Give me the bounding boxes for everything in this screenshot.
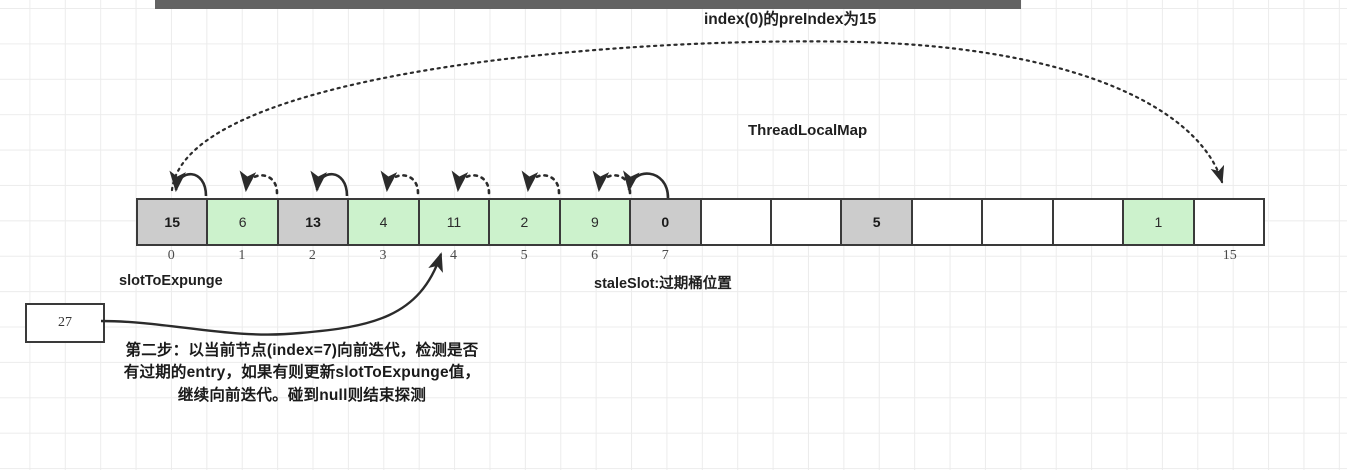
table-cell-3: 4 [349, 200, 420, 244]
index-label-3: 3 [379, 248, 387, 263]
index-label-1: 1 [238, 248, 246, 263]
index-label-12 [983, 248, 1054, 270]
table-cell-0: 15 [138, 200, 209, 244]
top-toolbar-strip [155, 0, 1021, 9]
table-cell-9 [771, 200, 843, 244]
table-cell-4: 11 [419, 200, 491, 244]
preindex-title: index(0)的preIndex为15 [704, 11, 877, 28]
value-box-27: 27 [25, 303, 105, 343]
hop-arc-dotted-5to4 [451, 170, 491, 195]
wraparound-arc-0-to-15 [170, 40, 1225, 192]
hop-arc-dotted-4to3 [380, 170, 420, 195]
hop-arc-solid-stale-start [623, 170, 670, 199]
table-cell-5: 2 [490, 200, 561, 244]
table-cell-11 [912, 200, 984, 244]
hop-arc-dotted-7to6 [592, 170, 632, 195]
index-label-14 [1124, 248, 1195, 270]
slot-to-expunge-label: slotToExpunge [119, 273, 223, 289]
table-cell-8 [701, 200, 772, 244]
index-label-10 [842, 248, 913, 270]
index-ruler: 0 1 2 3 4 5 6 7 15 [136, 248, 1265, 270]
index-label-8 [701, 248, 772, 270]
index-label-0: 0 [167, 248, 175, 263]
index-label-4: 4 [450, 248, 458, 263]
stale-slot-label: staleSlot:过期桶位置 [594, 276, 732, 292]
threadlocalmap-label: ThreadLocalMap [748, 122, 868, 139]
table-cell-14: 1 [1124, 200, 1195, 244]
hop-arc-solid-1to0 [169, 170, 208, 197]
index-label-5: 5 [520, 248, 528, 263]
index-label-2: 2 [308, 248, 316, 263]
table-cell-15 [1194, 200, 1263, 244]
index-label-11 [912, 248, 983, 270]
table-cell-1: 6 [208, 200, 279, 244]
table-cell-13 [1053, 200, 1125, 244]
hop-arc-solid-3to2 [310, 170, 349, 197]
step-caption: 第二步：以当前节点(index=7)向前迭代，检测是否有过期的entry，如果有… [123, 342, 481, 404]
hop-arc-dotted-2to1 [239, 170, 279, 195]
table-cell-6: 9 [560, 200, 632, 244]
table-cell-10: 5 [842, 200, 913, 244]
table-cell-2: 13 [278, 200, 350, 244]
index-label-7: 7 [661, 248, 669, 263]
hop-arc-dotted-6to5 [521, 170, 561, 195]
index-label-15: 15 [1222, 248, 1237, 263]
index-label-9 [771, 248, 842, 270]
index-label-13 [1053, 248, 1124, 270]
index-label-6: 6 [591, 248, 599, 263]
table-cell-7: 0 [631, 200, 702, 244]
table-cell-12 [983, 200, 1054, 244]
